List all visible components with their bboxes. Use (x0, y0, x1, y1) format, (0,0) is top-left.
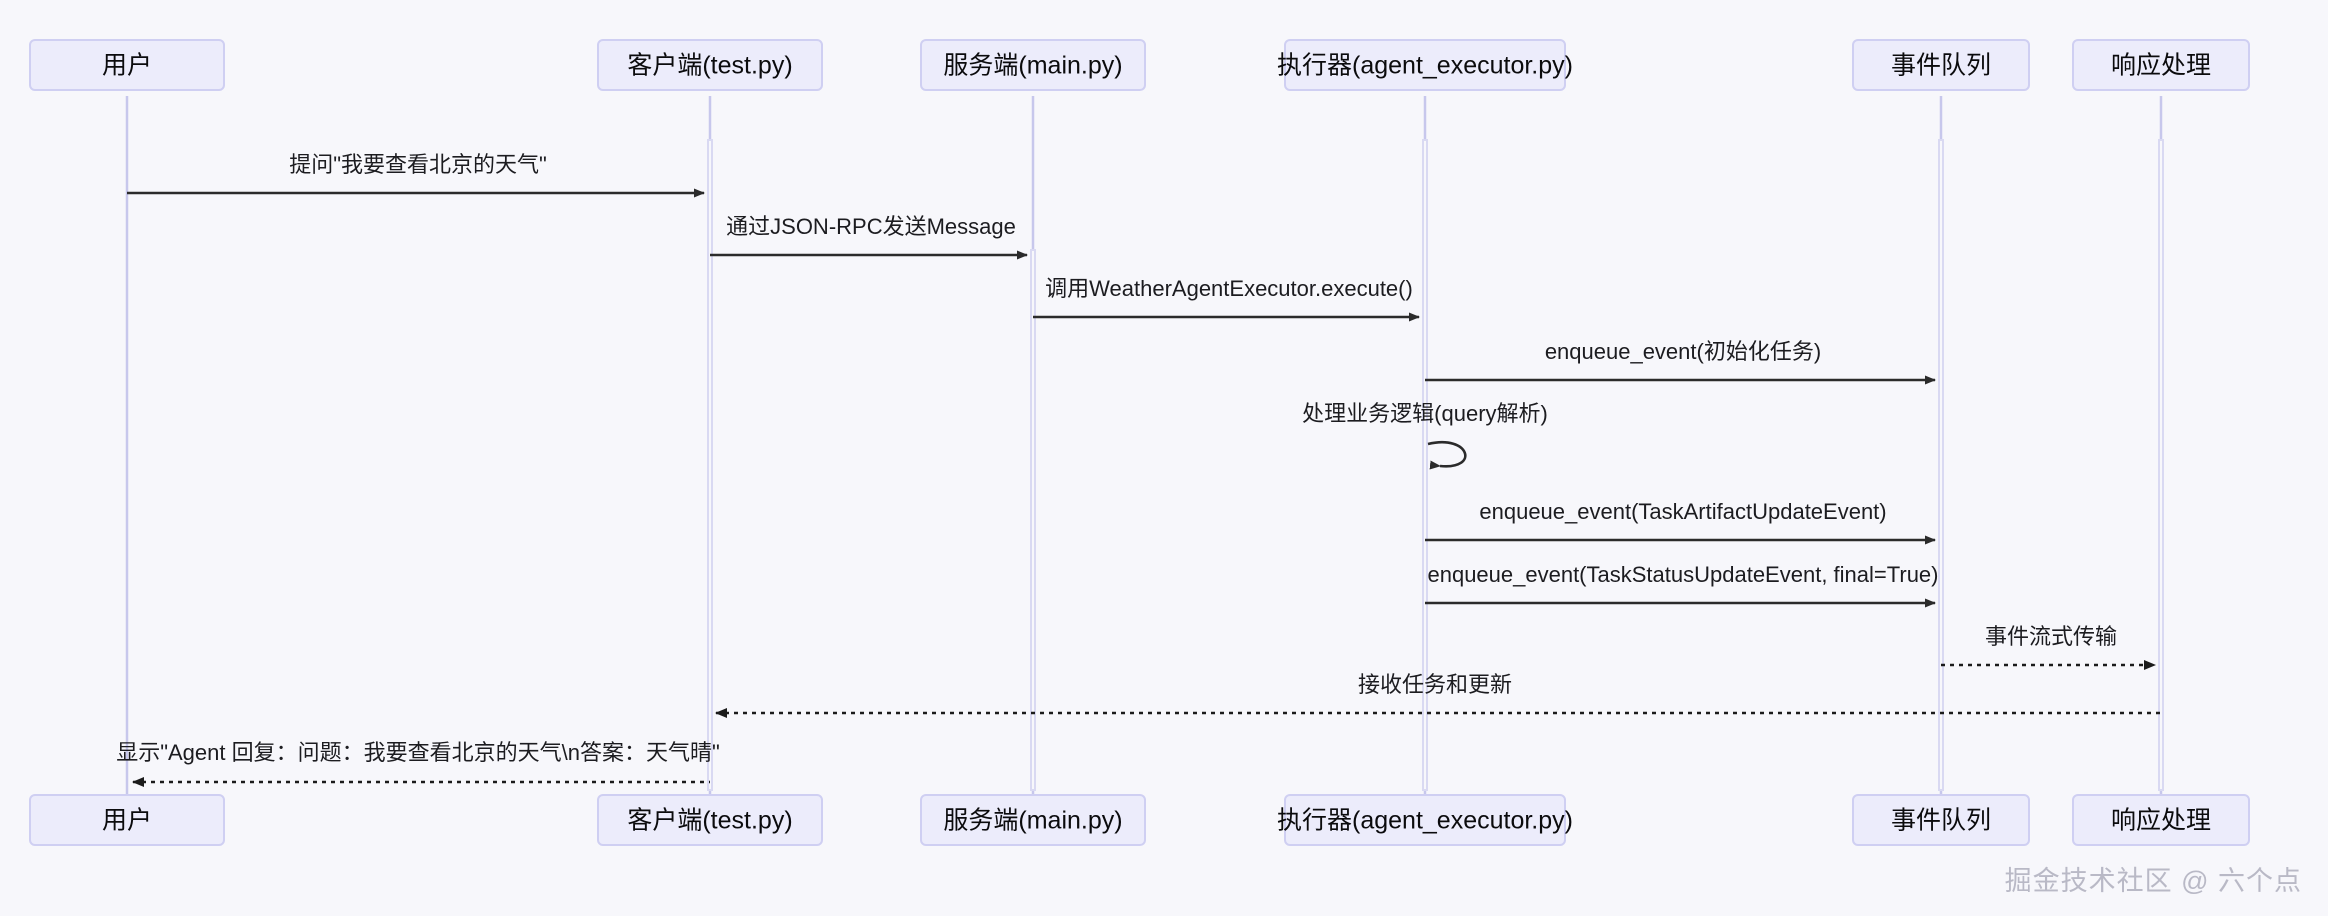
actor-label-executor-bottom: 执行器(agent_executor.py) (1277, 807, 1573, 835)
actor-rect-executor-bottom (1284, 794, 1566, 846)
activation-executor (1422, 139, 1428, 791)
message-3[interactable]: 调用WeatherAgentExecutor.execute() (1033, 276, 1420, 322)
actor-rect-user-top (29, 39, 225, 91)
message-label-2: 通过JSON-RPC发送Message (726, 214, 1016, 239)
activation-server (1030, 249, 1036, 791)
actor-rect-client-top (597, 39, 823, 91)
actor-box-bottom-response[interactable]: 响应处理 (2072, 794, 2250, 846)
message-label-6: enqueue_event(TaskArtifactUpdateEvent) (1479, 499, 1886, 524)
message-1[interactable]: 提问"我要查看北京的天气" (127, 152, 705, 198)
message-5-self-loop[interactable]: 处理业务逻辑(query解析) (1302, 401, 1548, 470)
actor-rect-user-bottom (29, 794, 225, 846)
actor-box-bottom-client[interactable]: 客户端(test.py) (597, 794, 823, 846)
message-4[interactable]: enqueue_event(初始化任务) (1425, 339, 1936, 385)
actor-label-client-bottom: 客户端(test.py) (627, 807, 792, 835)
message-label-4: enqueue_event(初始化任务) (1545, 339, 1821, 364)
actor-box-top-client[interactable]: 客户端(test.py) (597, 39, 823, 91)
actor-rect-response-bottom (2072, 794, 2250, 846)
message-6[interactable]: enqueue_event(TaskArtifactUpdateEvent) (1425, 499, 1936, 545)
message-self-loop-path (1427, 441, 1467, 470)
actor-box-top-response[interactable]: 响应处理 (2072, 39, 2250, 91)
actor-label-server-bottom: 服务端(main.py) (943, 807, 1122, 835)
actor-box-bottom-executor[interactable]: 执行器(agent_executor.py) (1277, 794, 1573, 846)
message-label-8: 事件流式传输 (1985, 624, 2117, 649)
actor-rect-server-bottom (920, 794, 1146, 846)
actor-box-top-queue[interactable]: 事件队列 (1852, 39, 2030, 91)
activation-queue (1938, 139, 1944, 791)
actor-box-bottom-queue[interactable]: 事件队列 (1852, 794, 2030, 846)
actor-box-top-user[interactable]: 用户 (29, 39, 225, 91)
actor-label-response-bottom: 响应处理 (2111, 807, 2211, 835)
actor-label-queue-top: 事件队列 (1891, 52, 1991, 80)
message-label-3: 调用WeatherAgentExecutor.execute() (1045, 276, 1413, 301)
actor-label-queue-bottom: 事件队列 (1891, 807, 1991, 835)
message-2[interactable]: 通过JSON-RPC发送Message (710, 214, 1028, 260)
message-label-1: 提问"我要查看北京的天气" (289, 152, 547, 177)
actor-label-client-top: 客户端(test.py) (627, 52, 792, 80)
actor-label-user-top: 用户 (102, 52, 152, 80)
message-label-9: 接收任务和更新 (1358, 672, 1512, 697)
actor-box-top-server[interactable]: 服务端(main.py) (920, 39, 1146, 91)
activation-client (707, 139, 713, 791)
actor-box-bottom-user[interactable]: 用户 (29, 794, 225, 846)
actor-box-bottom-server[interactable]: 服务端(main.py) (920, 794, 1146, 846)
actor-rect-executor-top (1284, 39, 1566, 91)
actor-rect-server-top (920, 39, 1146, 91)
watermark: 掘金技术社区 @ 六个点 (2004, 866, 2302, 896)
message-7[interactable]: enqueue_event(TaskStatusUpdateEvent, fin… (1425, 562, 1939, 608)
message-10[interactable]: 显示"Agent 回复：问题：我要查看北京的天气\n答案：天气晴" (116, 740, 720, 787)
message-label-7: enqueue_event(TaskStatusUpdateEvent, fin… (1427, 562, 1938, 587)
message-9[interactable]: 接收任务和更新 (715, 672, 2161, 718)
message-label-10: 显示"Agent 回复：问题：我要查看北京的天气\n答案：天气晴" (116, 740, 720, 765)
message-label-5: 处理业务逻辑(query解析) (1302, 401, 1548, 426)
actor-label-server-top: 服务端(main.py) (943, 52, 1122, 80)
actor-rect-queue-top (1852, 39, 2030, 91)
actor-rect-queue-bottom (1852, 794, 2030, 846)
actor-label-user-bottom: 用户 (102, 807, 152, 835)
activations-group (707, 139, 2164, 791)
activation-response (2158, 139, 2164, 791)
actor-rect-client-bottom (597, 794, 823, 846)
actor-rect-response-top (2072, 39, 2250, 91)
actor-label-response-top: 响应处理 (2111, 52, 2211, 80)
actor-label-executor-top: 执行器(agent_executor.py) (1277, 52, 1573, 80)
actor-box-top-executor[interactable]: 执行器(agent_executor.py) (1277, 39, 1573, 91)
message-8[interactable]: 事件流式传输 (1941, 624, 2156, 670)
